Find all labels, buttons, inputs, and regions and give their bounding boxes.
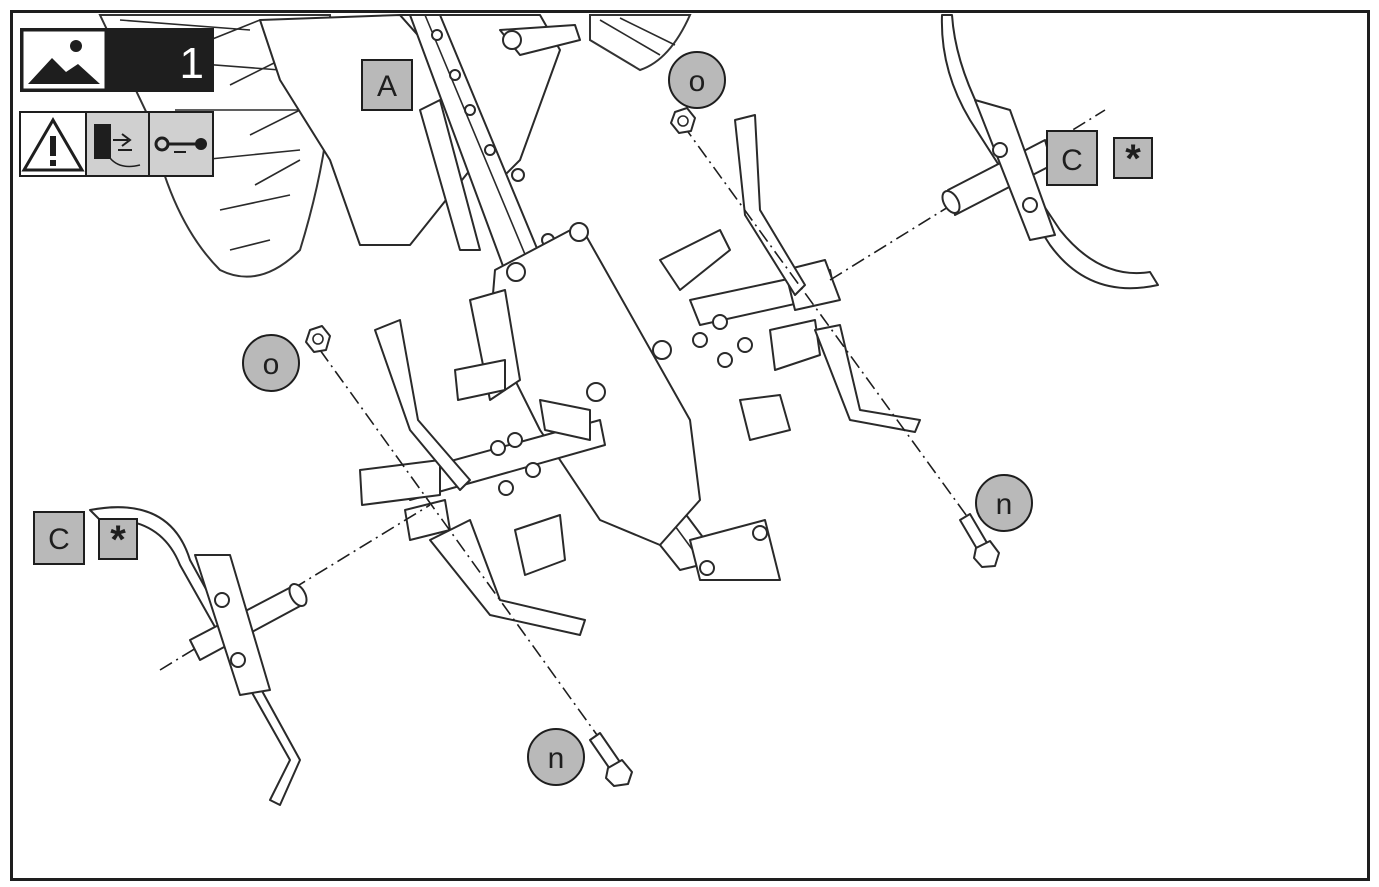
asterisk-icon: *: [110, 518, 126, 562]
nut-right: [670, 107, 696, 134]
image-icon: [28, 40, 100, 84]
step-header: 1: [20, 28, 214, 92]
inner-rotor-left: [359, 319, 606, 636]
label-rotor-right: C: [1046, 130, 1098, 186]
label-bolt-left: n: [527, 728, 585, 786]
label-asterisk-left: *: [98, 518, 138, 562]
label-nut-left: o: [242, 334, 300, 392]
warning-icon: [21, 117, 85, 172]
label-nut-right: o: [668, 51, 726, 109]
label-rotor-left-text: C: [48, 523, 70, 556]
outer-tine-right: [940, 14, 1159, 290]
label-assembly: A: [361, 59, 413, 111]
asterisk-icon: *: [1125, 137, 1141, 181]
safety-icons: [19, 111, 214, 177]
key-icon: [154, 136, 207, 153]
label-bolt-right: n: [975, 474, 1033, 532]
inner-rotor-right: [659, 114, 921, 441]
label-rotor-left: C: [33, 511, 85, 565]
label-bolt-right-text: n: [996, 488, 1013, 521]
nut-left: [305, 325, 331, 353]
unplug-icon: [94, 124, 141, 168]
label-rotor-right-text: C: [1061, 144, 1083, 177]
label-nut-right-text: o: [689, 65, 706, 98]
label-asterisk-right: *: [1113, 137, 1153, 181]
tiller-body: [259, 14, 781, 581]
bolt-right: [959, 513, 1000, 568]
step-number: 1: [180, 39, 204, 88]
bolt-left: [589, 732, 633, 787]
label-nut-left-text: o: [263, 348, 280, 381]
label-assembly-text: A: [377, 70, 397, 103]
label-bolt-left-text: n: [548, 742, 565, 775]
